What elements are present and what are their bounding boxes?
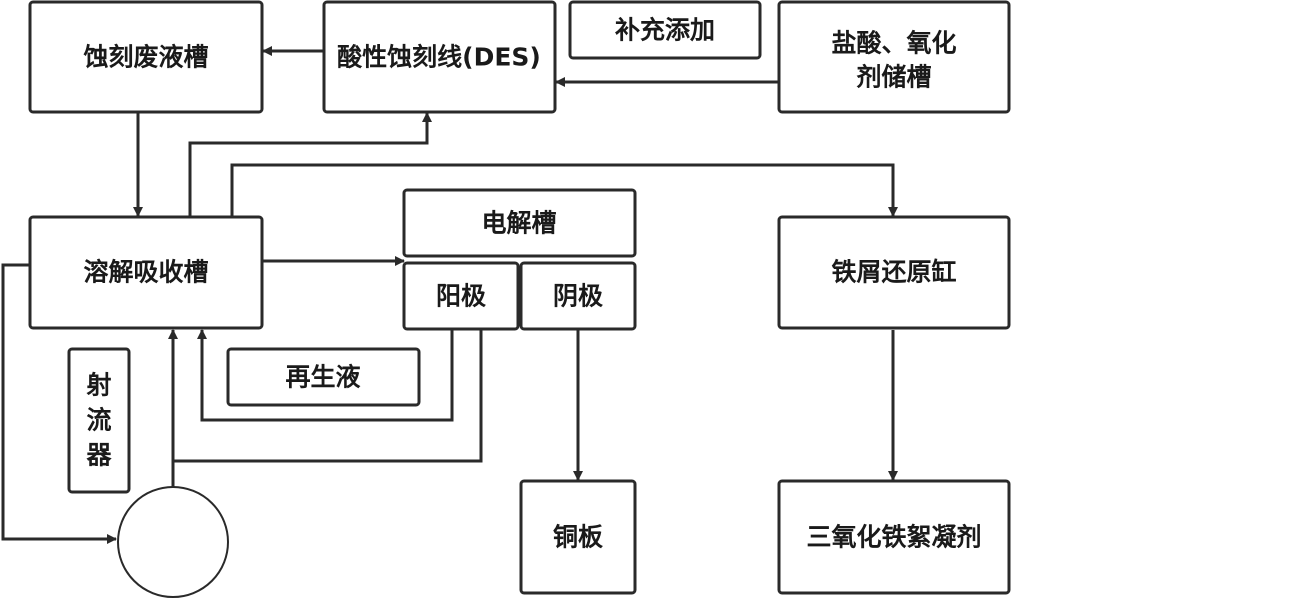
label-etch-line: 酸性蚀刻线(DES) — [337, 43, 541, 72]
label-supplement: 补充添加 — [615, 16, 715, 45]
label-copper-plate: 铜板 — [553, 523, 603, 552]
arrow-absorb-tank-to-etch-line — [188, 112, 432, 216]
label-ejector-char-2: 流 — [86, 406, 111, 435]
label-absorb-tank: 溶解吸收槽 — [83, 258, 208, 287]
label-ejector-char-3: 器 — [85, 441, 112, 470]
label-ejector-char-1: 射 — [85, 371, 111, 400]
node-ferric-flocculant: 三氧化铁絮凝剂 — [777, 479, 1011, 595]
node-iron-reduction: 铁屑还原缸 — [777, 215, 1011, 330]
node-ejector: 射 流 器 — [67, 347, 131, 494]
arrow-absorb-tank-to-iron-reduction — [230, 163, 898, 217]
label-cathode: 阴极 — [553, 282, 603, 311]
node-supplement: 补充添加 — [568, 0, 762, 60]
label-anode: 阳极 — [436, 282, 486, 311]
label-acid-storage-line-1: 盐酸、氧化 — [831, 29, 956, 58]
node-acid-storage: 盐酸、氧化 剂储槽 — [777, 0, 1011, 114]
node-copper-plate: 铜板 — [519, 479, 637, 595]
label-electrolytic-cell: 电解槽 — [481, 209, 556, 238]
label-ferric-flocculant: 三氧化铁絮凝剂 — [806, 523, 981, 552]
label-waste-tank: 蚀刻废液槽 — [82, 43, 208, 72]
node-regen-liquid: 再生液 — [226, 347, 421, 407]
node-cathode: 阴极 — [519, 261, 637, 331]
arrow-absorb-tank-to-pump — [1, 263, 117, 544]
label-acid-storage-line-2: 剂储槽 — [856, 63, 931, 92]
arrow-anode-to-absorb-tank-via-pump — [168, 329, 483, 463]
node-electrolytic-cell: 电解槽 — [402, 188, 637, 258]
label-regen-liquid: 再生液 — [285, 363, 360, 392]
node-etch-line: 酸性蚀刻线(DES) — [322, 0, 557, 114]
node-waste-tank: 蚀刻废液槽 — [28, 0, 264, 114]
label-iron-reduction: 铁屑还原缸 — [831, 258, 956, 287]
arrow-anode-to-absorb-tank — [197, 329, 454, 422]
pump-icon — [117, 486, 229, 598]
node-anode: 阳极 — [402, 261, 520, 331]
connectors — [1, 46, 898, 544]
node-absorb-tank: 溶解吸收槽 — [28, 215, 264, 330]
